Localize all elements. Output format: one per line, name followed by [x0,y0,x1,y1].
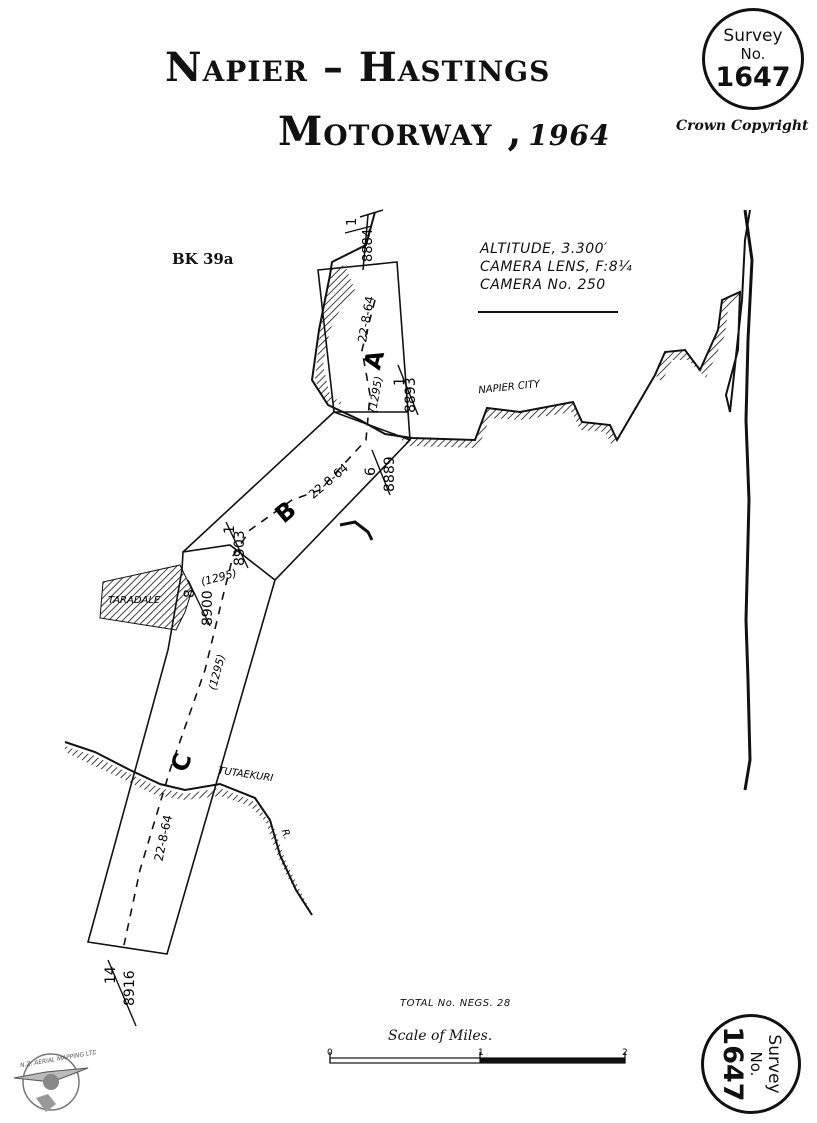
place-tutaekuri: TUTAEKURI [217,766,273,785]
map-title-year: 1964 [528,119,611,152]
survey-label-bottom: Survey [764,1034,785,1094]
frame-marker-8916: 14 8916 [103,959,138,1027]
survey-stamp-bottom: Survey No. 1647 [701,1014,801,1114]
coast-east-edge [743,209,754,791]
place-river-suffix: R. [279,828,293,841]
small-lake [339,520,374,541]
frame-marker-8889: 6 8889 [363,449,398,496]
book-reference: BK 39a [172,250,234,268]
frame-8903-neg: 8903 [232,530,248,566]
frame-8884-neg: 8884 [361,229,376,262]
strip-b-run: (1295) [199,567,238,589]
strip-c-run: (1295) [206,653,228,692]
camera-info: ALTITUDE, 3.300′ CAMERA LENS, F:8¼ CAMER… [480,240,632,294]
scale-title: Scale of Miles. [388,1028,493,1044]
place-napier-city: NAPIER CITY [478,379,542,397]
frame-8889-neg: 8889 [382,456,398,492]
frame-8893-run: 1 [392,377,408,386]
survey-label: Survey [723,25,783,46]
survey-no-label-bottom: No. [747,1051,766,1077]
map-title-line2: Motorway ,1964 [278,108,610,155]
taradale-area [99,564,193,631]
camera-lens-text: CAMERA LENS, F:8¼ [480,259,633,275]
frame-8893-neg: 8893 [403,377,419,413]
flight-line [123,299,376,946]
coast-hatching-northeast [655,292,740,382]
frame-8916-neg: 8916 [122,970,138,1006]
strip-b-outline [181,411,412,582]
frame-8900-run: 8 [182,589,198,598]
coast-hatching [315,265,355,405]
frame-marker-8884: 1 8884 [344,218,376,262]
frame-8900-neg: 8900 [200,590,216,626]
camera-info-underline [478,311,618,313]
camera-number-text: CAMERA No. 250 [480,277,606,293]
strip-label-b: B [270,495,302,528]
strip-c-date: 22-8-64 [152,814,175,863]
frame-8903-run: 1 [222,525,238,534]
map-title-motorway: Motorway , [278,108,523,155]
survey-stamp-top: Survey No. 1647 [702,8,804,110]
map-title-line1: Napier – Hastings [165,44,551,91]
river-hatching [65,746,310,910]
frame-marker-8893: 1 8893 [392,364,419,416]
aerial-mapping-logo: N.Z. AERIAL MAPPING LTD. [13,1049,96,1112]
scale-tick-0: 0 [327,1048,333,1058]
logo-text: N.Z. AERIAL MAPPING LTD. [20,1049,96,1070]
strip-b-date: 22-8-64 [306,461,351,502]
strip-a-date: 22-8-64 [355,295,377,344]
survey-no-label: No. [740,44,766,63]
survey-number: 1647 [715,61,791,93]
coast-hatching-east [390,402,617,448]
frame-8916-run: 14 [103,966,119,984]
frame-marker-8903: 1 8903 [222,521,249,569]
crown-copyright: Crown Copyright [676,118,809,134]
frame-8884-run: 1 [345,218,360,226]
scale-bar: 0 1 2 [327,1048,628,1064]
total-negatives: TOTAL No. NEGS. 28 [400,998,511,1009]
scale-tick-2: 2 [622,1048,628,1058]
scale-tick-1: 1 [478,1048,484,1058]
survey-number-bottom: 1647 [717,1026,749,1102]
frame-8889-run: 6 [363,467,379,476]
place-taradale: TARADALE [108,595,161,606]
strip-label-a: A [358,347,390,373]
strip-a-run: (1295) [366,375,385,413]
altitude-text: ALTITUDE, 3.300′ [480,241,608,257]
frame-marker-8900: 8 8900 [182,579,216,627]
